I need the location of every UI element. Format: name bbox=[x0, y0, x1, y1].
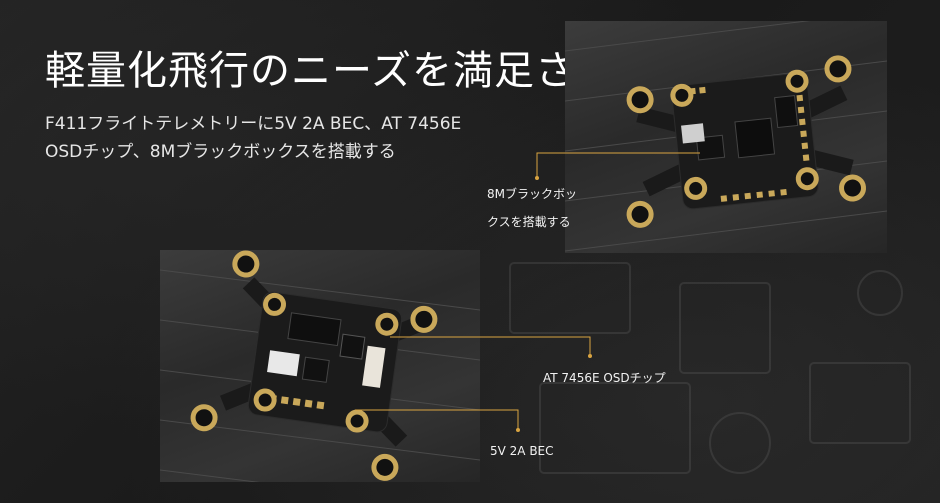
callout-osd: AT 7456E OSDチップ bbox=[543, 371, 666, 385]
product-photo-bottom bbox=[160, 250, 480, 482]
callout-bec: 5V 2A BEC bbox=[490, 444, 554, 458]
callout-blackbox-line-2: クスを搭載する bbox=[487, 215, 571, 229]
background-circuit-graphic bbox=[509, 262, 911, 474]
callout-blackbox-line-1: 8Mブラックボッ bbox=[487, 187, 577, 201]
description-line-2: OSDチップ、8Mブラックボックスを搭載する bbox=[45, 142, 396, 162]
description-line-1: F411フライトテレメトリーに5V 2A BEC、AT 7456E bbox=[45, 114, 462, 134]
headline: 軽量化飛行のニーズを満足させる bbox=[45, 48, 658, 94]
callout-blackbox: 8Mブラックボッ クスを搭載する bbox=[487, 180, 587, 236]
description: F411フライトテレメトリーに5V 2A BEC、AT 7456E OSDチップ… bbox=[45, 110, 515, 166]
product-photo-top bbox=[565, 21, 887, 253]
